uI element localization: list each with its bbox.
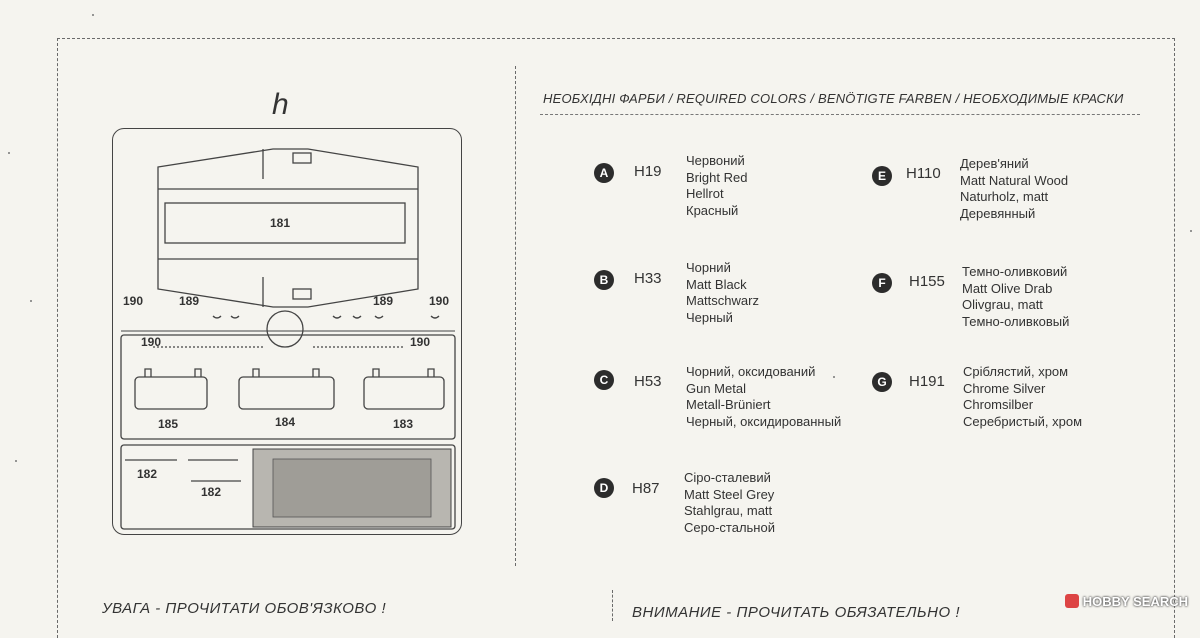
scan-speck [30,300,32,302]
color-code: H33 [634,270,662,287]
color-name-ua: Сріблястий, хром [963,364,1069,379]
part-label-183: 183 [393,417,414,431]
color-code: H87 [632,480,660,497]
part-label-190: 190 [123,294,144,308]
color-name-en: Matt Steel Grey [684,486,775,502]
part-label-190: 190 [429,294,450,308]
color-name-de: Hellrot [686,186,724,201]
color-name-en: Gun Metal [686,380,746,396]
part-label-182: 182 [137,467,158,481]
part-label-190: 190 [141,335,162,349]
color-name-ua: Червоний [686,153,745,168]
part-184-outline [238,376,335,410]
color-name-de: Olivgrau, matt [962,297,1043,312]
part-label-184: 184 [275,415,296,429]
color-names: Чорний, оксидований Gun Metal Metall-Brü… [686,364,841,430]
warning-russian: ВНИМАНИЕ - ПРОЧИТАТЬ ОБЯЗАТЕЛЬНО ! [632,604,961,621]
color-name-de: Metall-Brüniert [686,397,771,412]
part-181-plate [164,202,406,244]
textured-panel-inner [272,458,432,518]
color-code: H155 [909,273,945,290]
color-name-ru: Черный [686,309,733,325]
color-name-de: Naturholz, matt [960,189,1049,204]
color-names: Сріблястий, хром Chrome Silver Chromsilb… [963,364,1082,430]
color-names: Червоний Bright Red Hellrot Красный [686,153,747,219]
part-label-182: 182 [201,485,222,499]
hobby-search-logo-icon [1064,594,1079,608]
part-label-189: 189 [179,294,200,308]
bottom-divider [612,590,613,621]
warning-ukrainian: УВАГА - ПРОЧИТАТИ ОБОВ'ЯЗКОВО ! [102,600,387,617]
color-name-en: Matt Natural Wood [960,172,1069,188]
color-code: H191 [909,373,945,390]
sprue-drawing [120,148,456,530]
scan-speck [833,376,835,378]
color-code: H19 [634,163,662,180]
color-letter-badge: E [872,166,892,186]
color-code: H53 [634,373,662,390]
watermark-text: HOBBY SEARCH [1082,594,1188,609]
part-label-181: 181 [270,216,291,230]
color-letter-badge: A [594,163,614,183]
color-letter-badge: C [594,370,614,390]
color-name-ru: Черный, оксидированный [686,413,842,429]
color-name-ua: Темно-оливковий [962,264,1068,279]
color-name-ua: Чорний, оксидований [686,364,816,379]
column-divider [515,66,516,566]
part-label-190: 190 [410,335,431,349]
color-name-ru: Темно-оливковый [962,313,1070,329]
color-name-ru: Красный [686,202,739,218]
scan-speck [1190,230,1192,232]
color-name-en: Matt Black [686,276,747,292]
heading-underline [540,114,1140,115]
color-name-ru: Серо-стальной [684,519,775,535]
color-name-en: Chrome Silver [963,380,1046,396]
color-letter-badge: F [872,273,892,293]
color-name-ru: Деревянный [960,205,1036,221]
part-185-outline [134,376,208,410]
color-name-ua: Дерев'яний [960,156,1029,171]
color-names: Сіро-сталевий Matt Steel Grey Stahlgrau,… [684,470,775,536]
part-label-189: 189 [373,294,394,308]
part-label-185: 185 [158,417,179,431]
color-letter-badge: G [872,372,892,392]
scan-speck [8,152,10,154]
sprue-diagram: 181 190 189 189 190 190 190 185 184 183 … [112,128,462,535]
part-183-outline [363,376,445,410]
hull-plate-outline [157,148,419,308]
required-colors-heading: НЕОБХІДНІ ФАРБИ / REQUIRED COLORS / BENÖ… [543,91,1124,106]
page-frame [57,38,1175,638]
color-letter-badge: B [594,270,614,290]
color-names: Чорний Matt Black Mattschwarz Черный [686,260,759,326]
color-name-en: Matt Olive Drab [962,280,1053,296]
watermark: HOBBY SEARCH [1064,594,1188,609]
sprue-letter: h [272,88,289,121]
color-name-ua: Сіро-сталевий [684,470,771,485]
color-name-de: Mattschwarz [686,293,759,308]
color-names: Темно-оливковий Matt Olive Drab Olivgrau… [962,264,1069,330]
color-name-en: Bright Red [686,169,748,185]
scan-speck [92,14,94,16]
color-names: Дерев'яний Matt Natural Wood Naturholz, … [960,156,1068,222]
color-name-ua: Чорний [686,260,731,275]
color-name-de: Stahlgrau, matt [684,503,773,518]
color-name-ru: Серебристый, хром [963,413,1083,429]
color-name-de: Chromsilber [963,397,1034,412]
color-code: H110 [906,165,941,182]
color-letter-badge: D [594,478,614,498]
scan-speck [15,460,17,462]
